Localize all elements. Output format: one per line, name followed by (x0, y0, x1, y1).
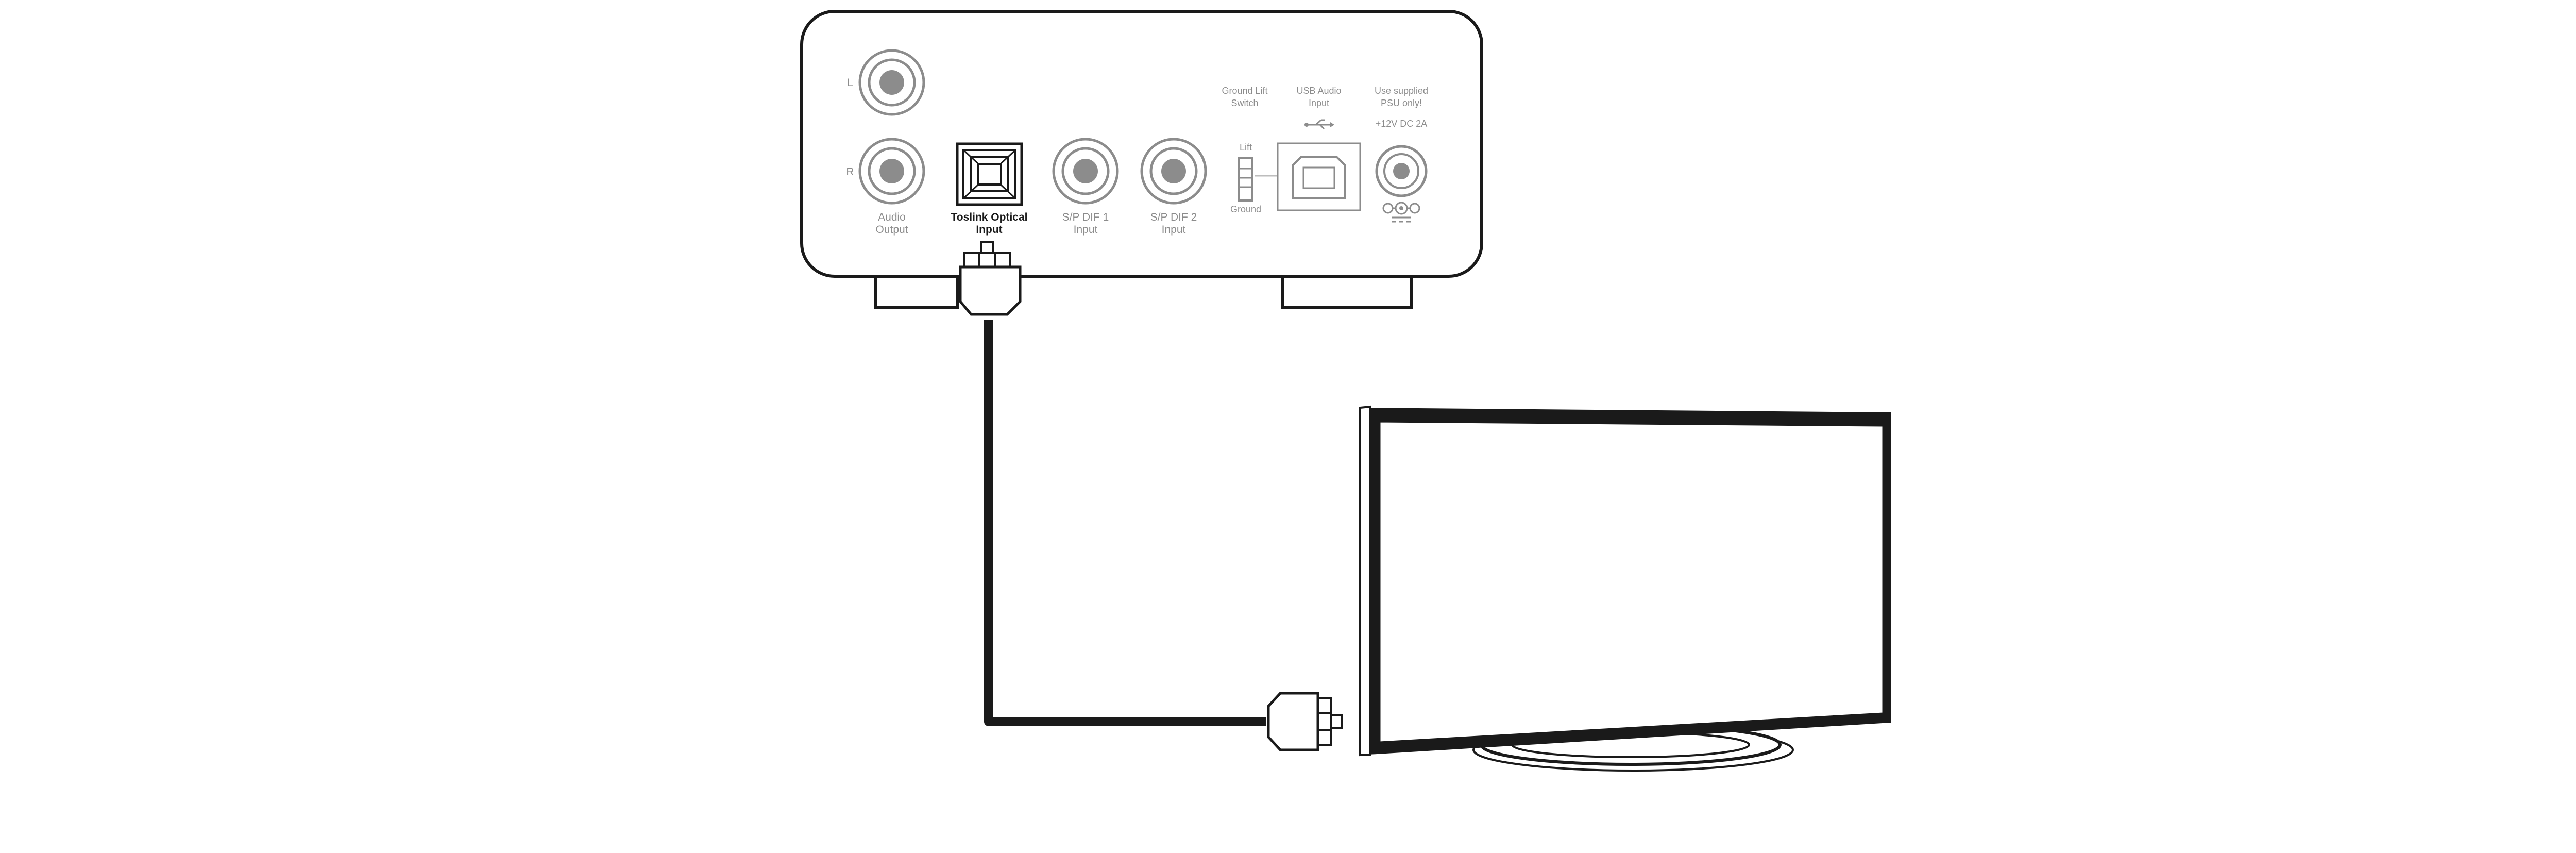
toslink-port (956, 142, 1023, 206)
spdif1-label-line2: Input (1074, 224, 1098, 236)
spdif1-label-line1: S/P DIF 1 (1062, 211, 1109, 223)
toslink-plug-top (959, 241, 1022, 316)
tv-screen (1379, 421, 1884, 743)
ground-lift-switch (1238, 157, 1253, 202)
channel-right-label: R (846, 166, 854, 178)
toslink-label-line1: Toslink Optical (951, 211, 1028, 223)
psu-note-line1: Use supplied (1375, 86, 1428, 96)
power-rating-label: +12V DC 2A (1376, 119, 1428, 129)
optical-cable-line (984, 320, 1266, 726)
usb-audio-label-line2: Input (1309, 98, 1329, 108)
ground-label: Ground (1230, 204, 1261, 214)
usb-audio-label-line1: USB Audio (1296, 86, 1341, 96)
spdif2-label-line2: Input (1162, 224, 1186, 236)
tv-side-edge (1359, 405, 1371, 757)
spdif2-jack (1140, 138, 1207, 205)
device-rear-panel (800, 10, 1483, 278)
spdif2-label-line1: S/P DIF 2 (1150, 211, 1197, 223)
channel-left-label: L (847, 77, 853, 89)
device-foot-right (1281, 276, 1413, 309)
dc-power-jack (1375, 145, 1428, 197)
dac-device: L R Audio Output Toslink Optical Input S… (800, 10, 1483, 309)
toslink-label-line2: Input (976, 224, 1002, 236)
rca-right-jack (858, 138, 925, 205)
audio-output-label-line2: Output (875, 224, 908, 236)
lift-label: Lift (1240, 142, 1252, 153)
audio-output-label-line1: Audio (878, 211, 906, 223)
spdif1-jack (1052, 138, 1119, 205)
psu-note-line2: PSU only! (1381, 98, 1422, 108)
usb-port (1277, 142, 1361, 211)
ground-lift-label-line2: Switch (1231, 98, 1258, 108)
rca-left-jack (858, 49, 925, 116)
optical-cable (959, 241, 1343, 751)
dc-polarity-icon (1382, 202, 1420, 215)
device-foot-left (874, 276, 959, 309)
toslink-plug-tv (1267, 692, 1343, 751)
television (1359, 405, 1891, 772)
usb-icon (1304, 119, 1334, 130)
dc-symbol-icon (1392, 216, 1411, 223)
ground-lift-label-line1: Ground Lift (1222, 86, 1267, 96)
